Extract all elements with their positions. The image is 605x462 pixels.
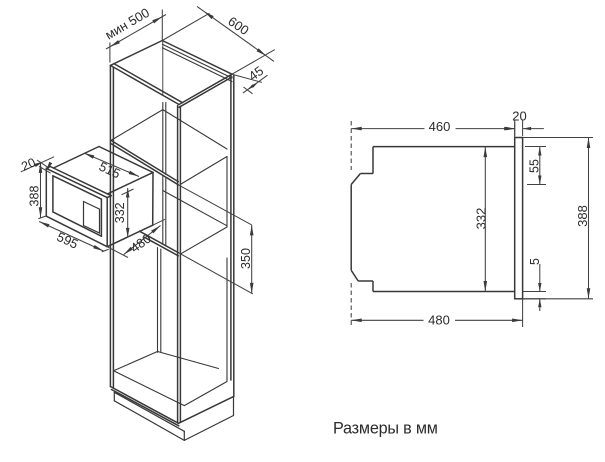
svg-text:5: 5 xyxy=(528,258,542,265)
svg-text:45: 45 xyxy=(246,63,267,84)
svg-text:332: 332 xyxy=(473,208,488,230)
svg-text:350: 350 xyxy=(239,248,253,269)
svg-text:55: 55 xyxy=(528,159,542,173)
svg-text:Размеры в мм: Размеры в мм xyxy=(333,420,438,438)
svg-text:332: 332 xyxy=(113,202,127,223)
svg-text:480: 480 xyxy=(428,312,450,327)
svg-text:595: 595 xyxy=(55,229,81,252)
svg-text:515: 515 xyxy=(97,159,123,182)
svg-text:600: 600 xyxy=(225,13,251,38)
svg-text:20: 20 xyxy=(512,109,526,124)
svg-text:388: 388 xyxy=(28,186,42,207)
svg-text:460: 460 xyxy=(429,119,451,134)
svg-text:388: 388 xyxy=(575,205,590,227)
svg-text:20: 20 xyxy=(19,155,37,173)
